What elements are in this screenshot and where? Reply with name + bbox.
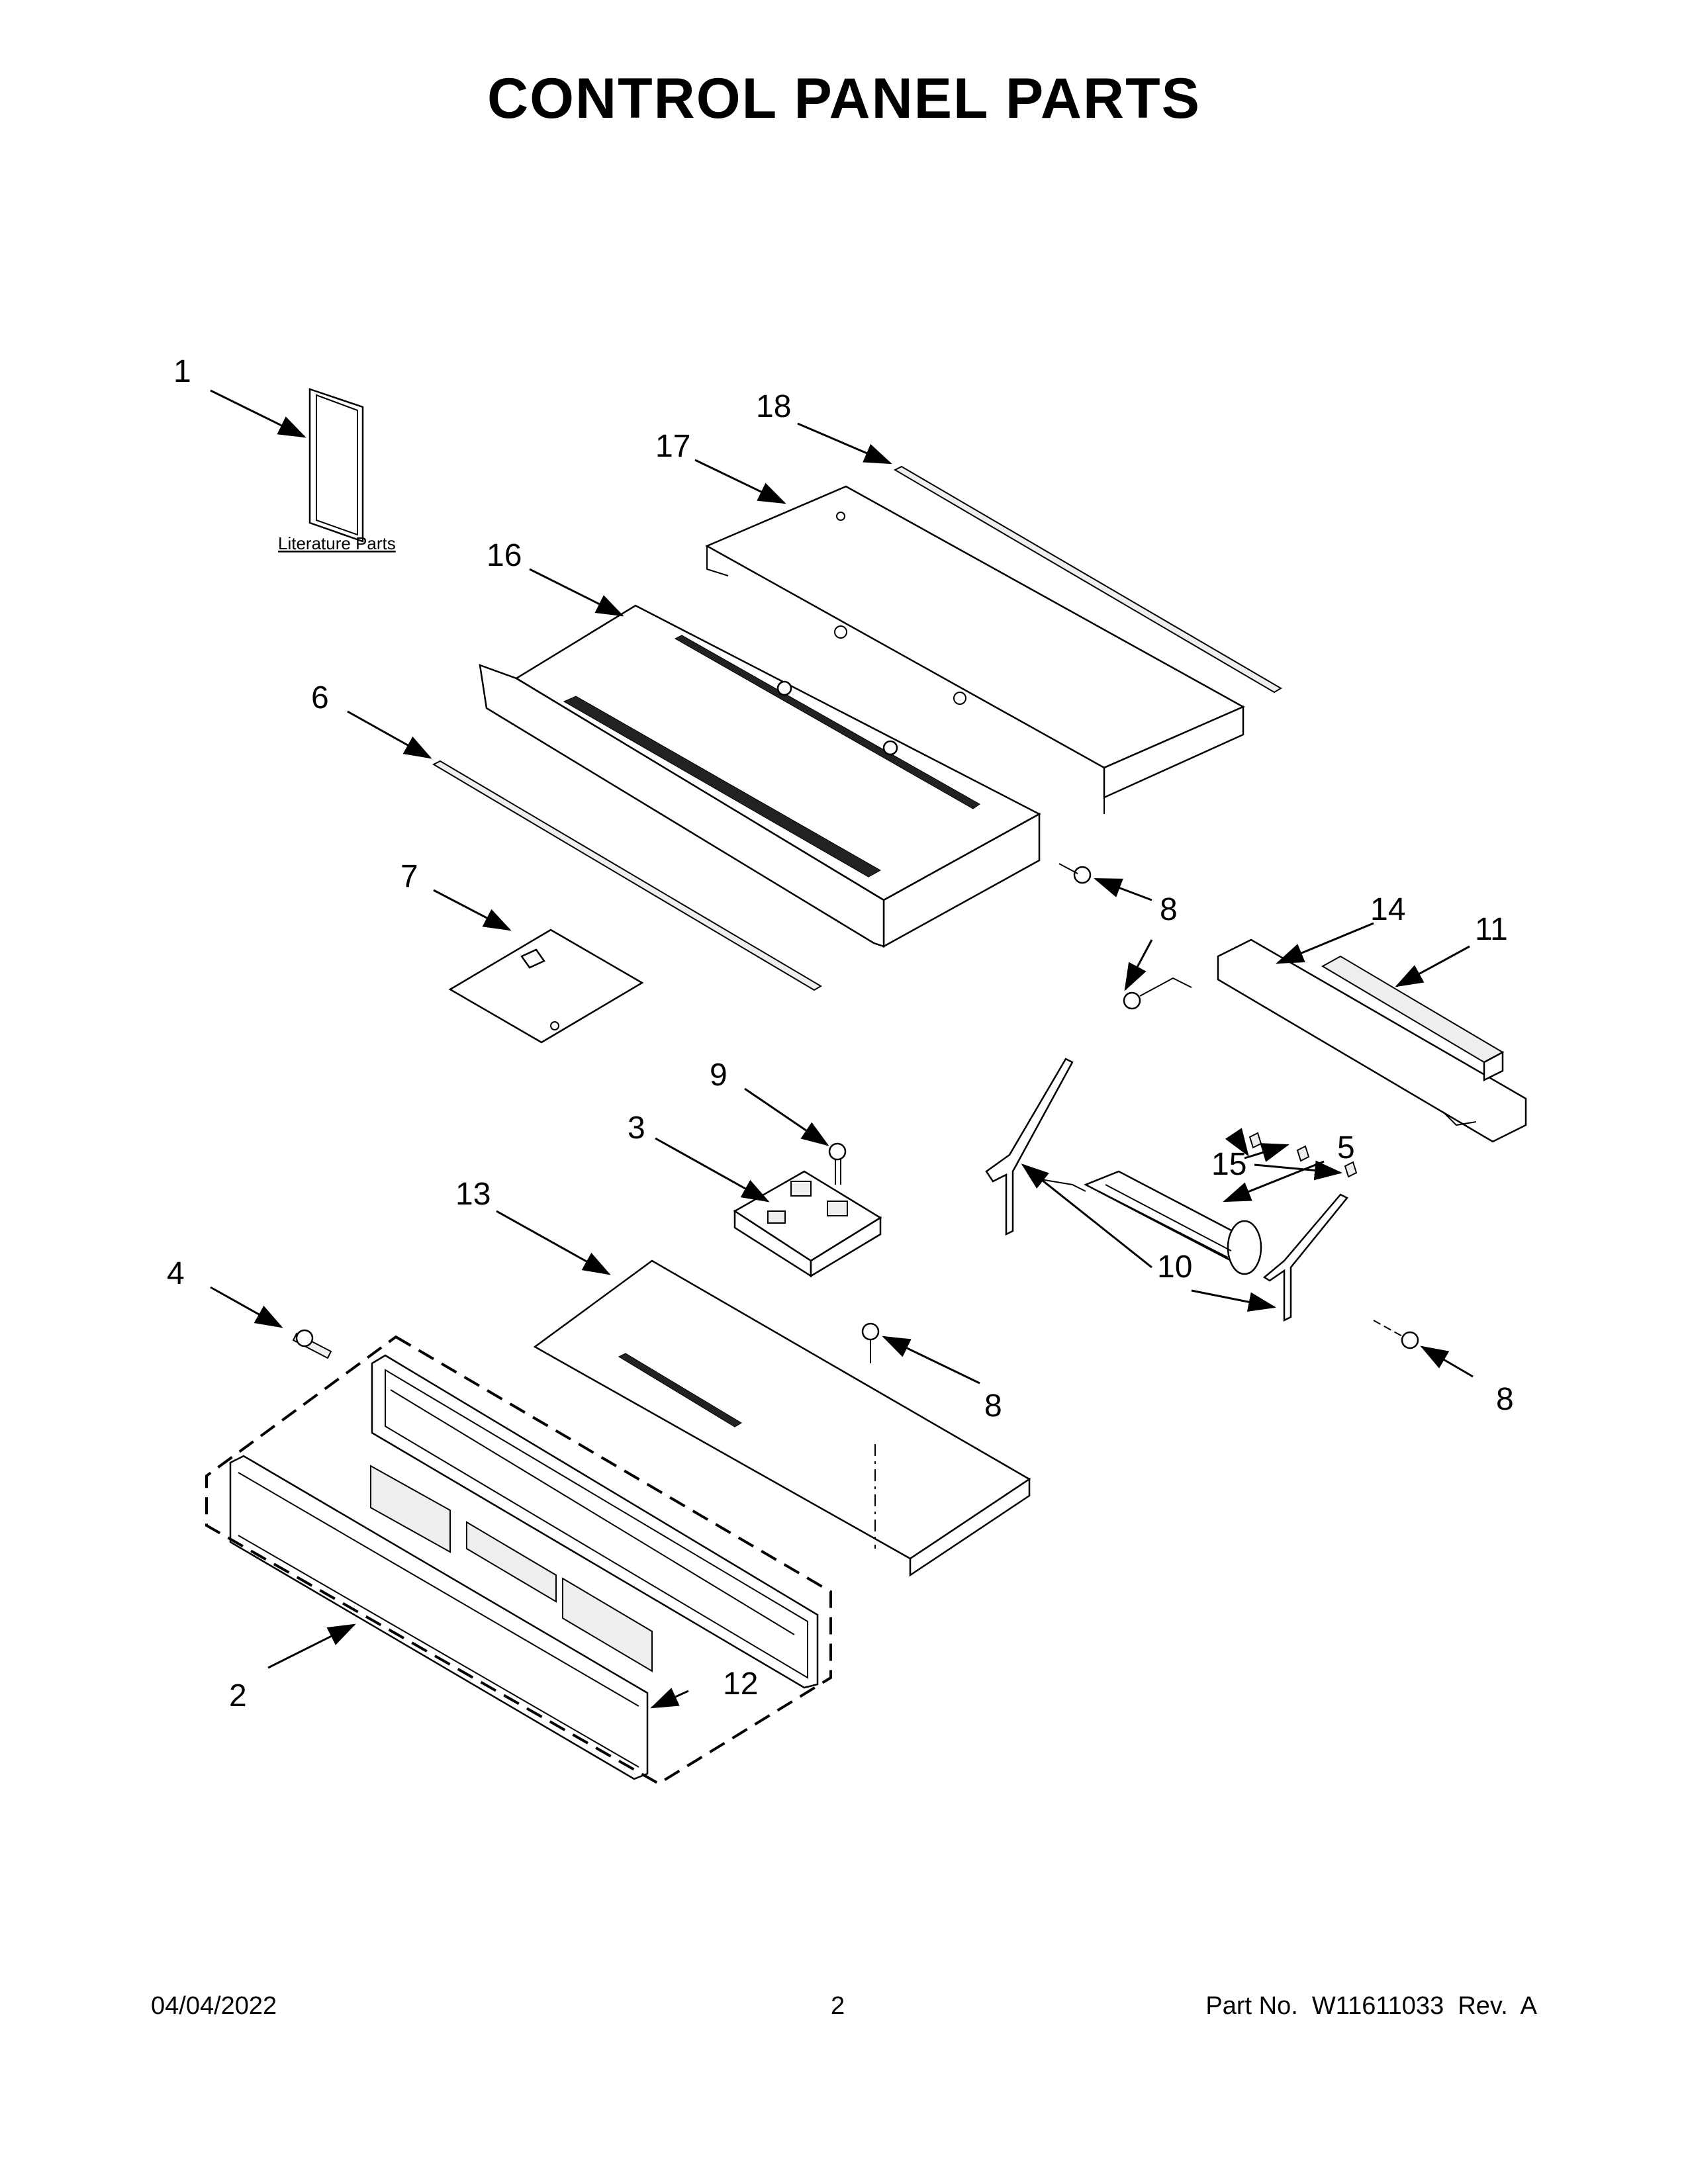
leader-lines bbox=[210, 389, 1474, 1709]
callout-3: 3 bbox=[628, 1111, 645, 1146]
callout-10: 10 bbox=[1157, 1250, 1192, 1285]
footer-date: 04/04/2022 bbox=[151, 1992, 277, 2020]
callout-8-right: 8 bbox=[1496, 1382, 1514, 1417]
callout-2: 2 bbox=[229, 1678, 247, 1713]
insulation-pad bbox=[448, 929, 644, 1044]
control-panel-frame bbox=[371, 1354, 819, 1689]
assembly-outline bbox=[205, 1335, 832, 1786]
callout-8-top: 8 bbox=[1160, 892, 1178, 927]
literature-parts-label: Literature Parts bbox=[278, 533, 396, 553]
control-panel-assembly bbox=[229, 1455, 653, 1780]
screw-8-a bbox=[1058, 863, 1092, 884]
callout-6: 6 bbox=[311, 680, 329, 715]
control-housing bbox=[479, 604, 1041, 948]
callout-16: 16 bbox=[487, 538, 522, 573]
mounting-plate bbox=[533, 1259, 1031, 1577]
screw-8-c bbox=[861, 1322, 880, 1363]
gasket-rod bbox=[432, 760, 822, 991]
callout-12: 12 bbox=[723, 1666, 758, 1702]
top-cover-panel bbox=[705, 485, 1245, 814]
callout-7: 7 bbox=[400, 859, 418, 894]
screw-8-d bbox=[1373, 1320, 1419, 1349]
callout-14: 14 bbox=[1370, 892, 1405, 927]
callout-15: 15 bbox=[1211, 1147, 1246, 1182]
top-strip bbox=[893, 465, 1282, 694]
bracket-10-right bbox=[1262, 1193, 1348, 1322]
callout-1: 1 bbox=[173, 354, 191, 389]
foam-block bbox=[1321, 955, 1505, 1082]
callout-18: 18 bbox=[756, 389, 791, 424]
page-title: CONTROL PANEL PARTS bbox=[487, 67, 1201, 130]
callout-11: 11 bbox=[1475, 912, 1508, 947]
callout-8-middle: 8 bbox=[984, 1388, 1002, 1424]
literature-booklet: Literature Parts bbox=[278, 388, 396, 553]
screw-9 bbox=[828, 1142, 847, 1185]
fasteners-15 bbox=[1248, 1132, 1358, 1178]
footer-part-number: Part No. W11611033 Rev. A bbox=[1205, 1992, 1537, 2020]
screw-8-b bbox=[1123, 977, 1192, 1010]
blower-motor bbox=[1032, 1170, 1262, 1275]
callout-17: 17 bbox=[655, 429, 690, 464]
bracket-10-left bbox=[985, 1058, 1074, 1236]
callout-9: 9 bbox=[710, 1058, 727, 1093]
control-board bbox=[733, 1170, 882, 1278]
callout-4: 4 bbox=[167, 1256, 185, 1291]
footer-page-number: 2 bbox=[831, 1992, 845, 2020]
blower-bracket bbox=[1217, 938, 1527, 1143]
callout-5: 5 bbox=[1337, 1130, 1355, 1165]
screw-4 bbox=[292, 1329, 332, 1359]
callout-13: 13 bbox=[455, 1177, 491, 1212]
